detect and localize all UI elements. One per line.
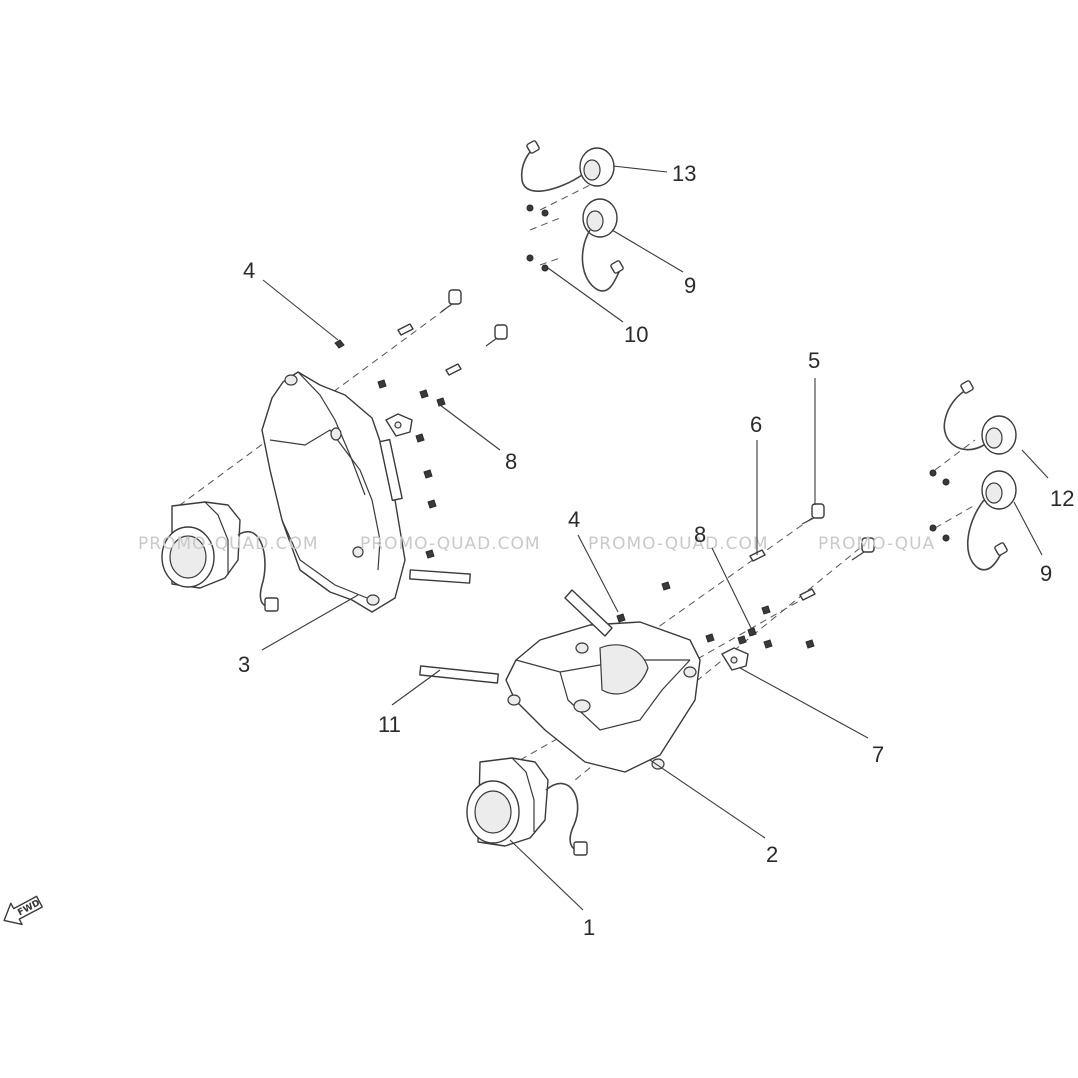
- headlight-lamp-right: [466, 757, 588, 856]
- callout-10: 10: [624, 322, 648, 347]
- callout-7: 7: [872, 742, 884, 767]
- callout-3: 3: [238, 652, 250, 677]
- callout-13: 13: [672, 161, 696, 186]
- watermark-text: PROMO-QUAD.COM: [360, 534, 541, 554]
- callout-leader-lines: [261, 165, 1049, 911]
- callout-1: 1: [583, 915, 595, 940]
- callout-4-left: 4: [243, 258, 255, 283]
- indicator-lamp-13: [520, 140, 615, 217]
- callout-8-left: 8: [505, 449, 517, 474]
- callout-5: 5: [808, 348, 820, 373]
- fasteners-right: [419, 503, 875, 684]
- callout-8-right: 8: [694, 522, 706, 547]
- indicator-lamp-12: [929, 380, 1017, 486]
- watermark: PROMO-QUAD.COM PROMO-QUAD.COM PROMO-QUAD…: [138, 534, 935, 554]
- headlight-housing-left: [261, 371, 406, 613]
- fasteners-left: [334, 289, 508, 584]
- callout-4-right: 4: [568, 507, 580, 532]
- forward-direction-marker: FWD: [3, 895, 43, 926]
- callout-6: 6: [750, 412, 762, 437]
- callout-9-right: 9: [1040, 561, 1052, 586]
- callout-11: 11: [378, 712, 401, 737]
- watermark-text: PROMO-QUAD.COM: [138, 534, 319, 554]
- indicator-lamp-9-top: [526, 198, 624, 292]
- callout-2: 2: [766, 842, 778, 867]
- watermark-text: PROMO-QUAD.COM: [588, 534, 769, 554]
- headlight-lamp-left: [161, 501, 279, 612]
- indicator-lamp-9-right: [929, 470, 1017, 571]
- callout-12: 12: [1050, 486, 1074, 511]
- watermark-text: PROMO-QUA: [818, 534, 935, 554]
- callout-labels: 13 9 10 4 8 3 6 5 4 8 12 9 7 11 2 1: [238, 161, 1074, 940]
- headlight-housing-right: [505, 621, 701, 773]
- callout-9-top: 9: [684, 273, 696, 298]
